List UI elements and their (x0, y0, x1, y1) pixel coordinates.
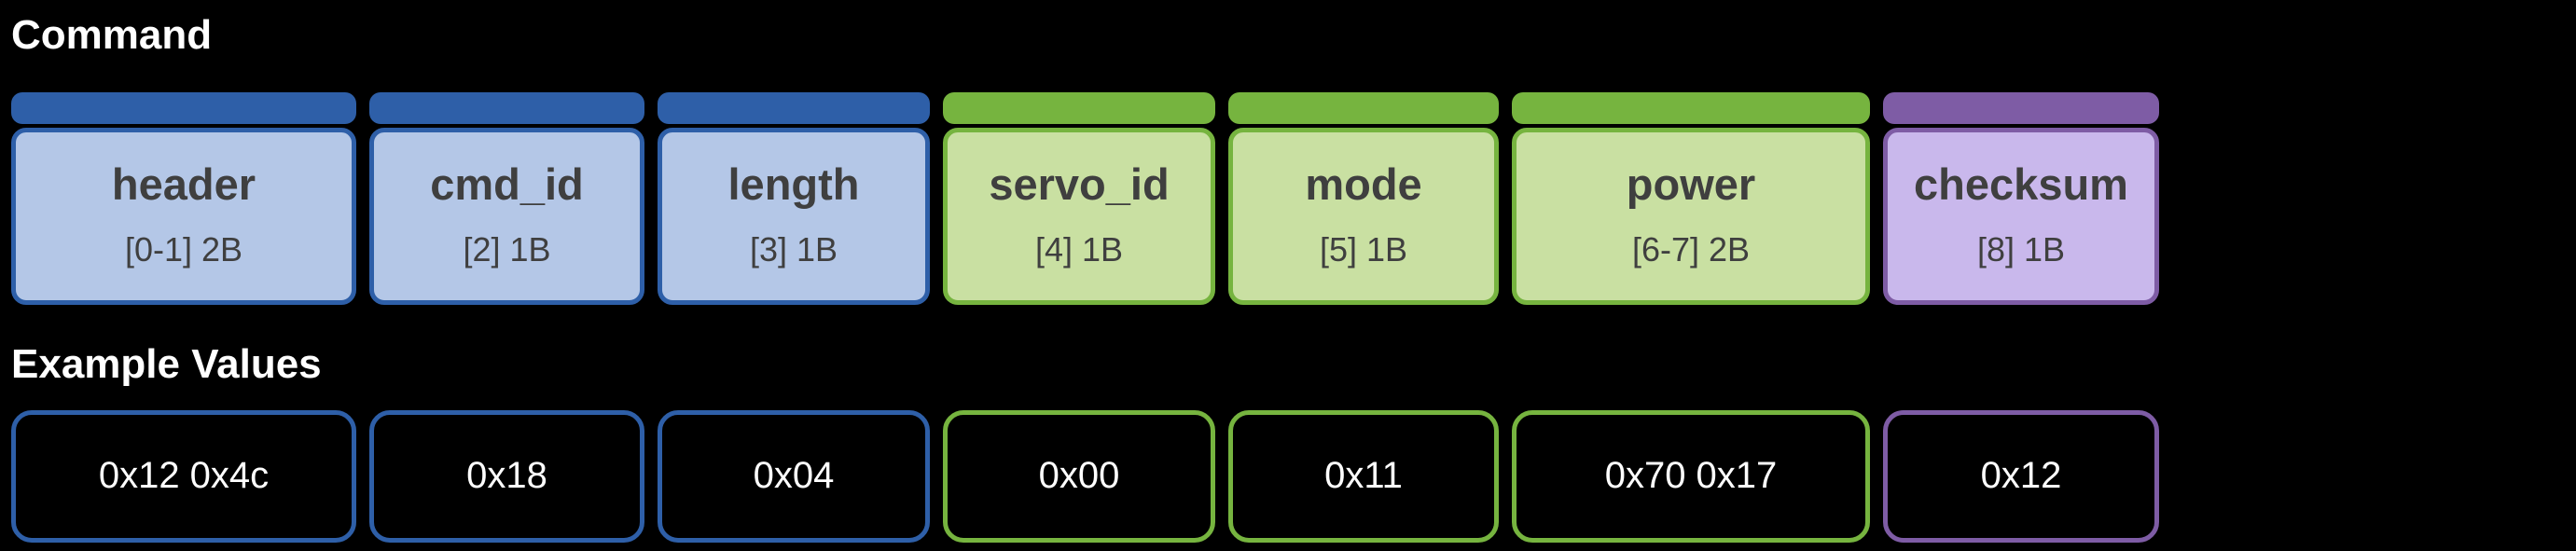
value-box-cmd-id: 0x18 (369, 409, 644, 543)
field-cmd-id-cap (369, 91, 644, 124)
field-length-cap (658, 91, 930, 124)
value-box-checksum: 0x12 (1883, 409, 2159, 543)
value-box-mode: 0x11 (1228, 409, 1499, 543)
field-spec-label: [8] 1B (1976, 230, 2066, 269)
field-mode-cap (1228, 91, 1499, 124)
field-name-label: length (727, 159, 860, 210)
field-length-body: length [3] 1B (658, 127, 930, 305)
example-values-title: Example Values (11, 340, 322, 387)
field-header-body: header [0-1] 2B (11, 127, 356, 305)
field-name-label: mode (1305, 159, 1422, 210)
field-name-label: servo_id (989, 159, 1170, 210)
value-label: 0x11 (1324, 455, 1403, 497)
value-label: 0x12 0x4c (98, 455, 270, 497)
field-power-body: power [6-7] 2B (1512, 127, 1870, 305)
value-box-power: 0x70 0x17 (1512, 409, 1870, 543)
field-checksum-cap (1883, 91, 2159, 124)
field-spec-label: [4] 1B (1034, 230, 1124, 269)
value-label: 0x18 (466, 455, 547, 497)
field-checksum-body: checksum [8] 1B (1883, 127, 2159, 305)
value-box-servo-id: 0x00 (943, 409, 1215, 543)
value-label: 0x12 (1980, 455, 2062, 497)
field-name-label: header (111, 159, 256, 210)
field-cmd-id: cmd_id [2] 1B (369, 91, 644, 305)
field-spec-label: [5] 1B (1319, 230, 1408, 269)
field-mode-body: mode [5] 1B (1228, 127, 1499, 305)
field-length: length [3] 1B (658, 91, 930, 305)
field-checksum: checksum [8] 1B (1883, 91, 2159, 305)
field-servo-id-body: servo_id [4] 1B (943, 127, 1215, 305)
value-label: 0x70 0x17 (1604, 455, 1778, 497)
field-spec-label: [0-1] 2B (124, 230, 243, 269)
field-name-label: cmd_id (430, 159, 584, 210)
command-title: Command (11, 12, 213, 58)
values-row: 0x12 0x4c 0x18 0x04 0x00 0x11 0x70 0x17 … (11, 409, 2576, 543)
field-header-cap (11, 91, 356, 124)
field-mode: mode [5] 1B (1228, 91, 1499, 305)
value-label: 0x00 (1038, 455, 1120, 497)
field-spec-label: [3] 1B (749, 230, 838, 269)
field-power-cap (1512, 91, 1870, 124)
field-power: power [6-7] 2B (1512, 91, 1870, 305)
field-spec-label: [2] 1B (463, 230, 551, 269)
value-box-length: 0x04 (658, 409, 930, 543)
field-name-label: power (1626, 159, 1756, 210)
field-cmd-id-body: cmd_id [2] 1B (369, 127, 644, 305)
fields-row: header [0-1] 2B cmd_id [2] 1B length [3]… (11, 91, 2576, 305)
value-box-header: 0x12 0x4c (11, 409, 356, 543)
value-label: 0x04 (753, 455, 835, 497)
field-name-label: checksum (1914, 159, 2128, 210)
field-servo-id-cap (943, 91, 1215, 124)
field-servo-id: servo_id [4] 1B (943, 91, 1215, 305)
field-header: header [0-1] 2B (11, 91, 356, 305)
field-spec-label: [6-7] 2B (1631, 230, 1751, 269)
